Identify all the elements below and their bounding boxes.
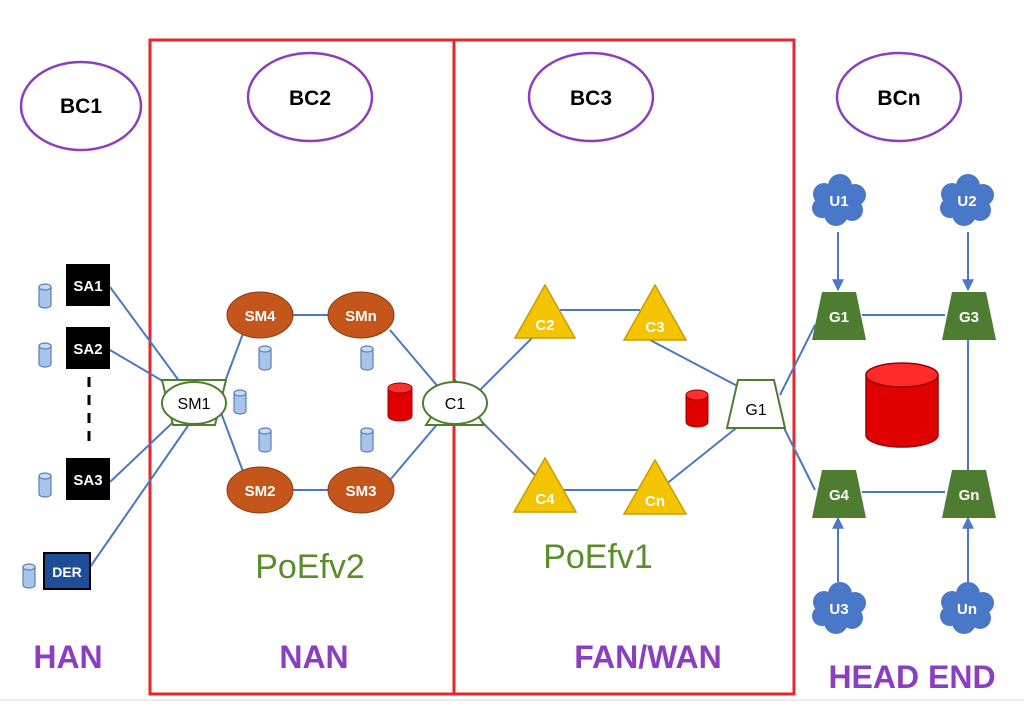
- gateway-g3[interactable]: G3: [942, 292, 996, 340]
- bc3-label: BC3: [570, 87, 612, 110]
- blockchain-bcn[interactable]: BCn: [835, 51, 963, 143]
- database-icon: [258, 345, 272, 371]
- sa2-label: SA2: [73, 341, 102, 358]
- han-zone-label: HAN: [33, 639, 102, 675]
- collector-c3[interactable]: C3: [622, 283, 688, 341]
- g4-label: G4: [829, 487, 850, 504]
- sa1-label: SA1: [73, 278, 102, 295]
- utility-un[interactable]: Un: [940, 582, 994, 634]
- database-icon: [38, 283, 52, 309]
- smart-meter-sm1[interactable]: SM1: [160, 379, 228, 426]
- database-icon: [360, 345, 374, 371]
- blockchain-bc1[interactable]: BC1: [19, 60, 143, 152]
- database-icon: [258, 427, 272, 453]
- appliance-sa2[interactable]: SA2: [38, 327, 110, 369]
- c4-label: C4: [535, 491, 555, 508]
- collector-c1[interactable]: C1: [422, 378, 488, 426]
- un-label: Un: [957, 601, 977, 618]
- appliance-der[interactable]: DER: [22, 552, 91, 590]
- g1-fan-label: G1: [745, 402, 766, 419]
- sm2-label: SM2: [245, 483, 276, 500]
- smart-meter-smn[interactable]: SMn: [327, 291, 395, 339]
- smart-meter-sm4[interactable]: SM4: [226, 291, 294, 339]
- gateway-g1-fan[interactable]: G1: [725, 379, 787, 429]
- gateway-g4[interactable]: G4: [812, 470, 866, 518]
- u2-label: U2: [957, 193, 976, 210]
- nan-consensus-label: PoEfv2: [255, 548, 365, 586]
- sm1-label: SM1: [178, 396, 211, 413]
- sm3-label: SM3: [346, 483, 377, 500]
- der-label: DER: [52, 564, 82, 580]
- fan-zone-label: FAN/WAN: [574, 639, 722, 675]
- c1-label: C1: [445, 396, 466, 413]
- c2-label: C2: [535, 317, 554, 334]
- sm4-label: SM4: [245, 308, 277, 325]
- bc2-label: BC2: [289, 87, 331, 110]
- nan-zone-label: NAN: [279, 639, 348, 675]
- database-icon: [38, 342, 52, 368]
- c3-label: C3: [645, 319, 664, 336]
- u1-label: U1: [829, 193, 848, 210]
- head-end-zone-label: HEAD END: [828, 659, 995, 695]
- appliance-sa1[interactable]: SA1: [38, 264, 110, 309]
- smart-meter-sm3[interactable]: SM3: [327, 466, 395, 514]
- cn-label: Cn: [645, 493, 665, 510]
- utility-u3[interactable]: U3: [812, 582, 866, 634]
- gateway-g1[interactable]: G1: [812, 292, 866, 340]
- database-icon: [233, 389, 247, 415]
- fan-consensus-label: PoEfv1: [543, 538, 653, 576]
- g1-label: G1: [829, 309, 849, 326]
- blockchain-bc3[interactable]: BC3: [527, 51, 655, 143]
- u3-label: U3: [829, 601, 848, 618]
- bcn-label: BCn: [877, 87, 920, 110]
- utility-u1[interactable]: U1: [812, 174, 866, 226]
- gateway-gn[interactable]: Gn: [942, 470, 996, 518]
- database-icon: [22, 563, 36, 589]
- red-database-icon: [685, 389, 709, 428]
- head-end-database-icon: [865, 362, 939, 448]
- sa3-label: SA3: [73, 472, 102, 489]
- collector-c2[interactable]: C2: [513, 283, 577, 339]
- database-icon: [38, 472, 52, 498]
- fan-zone-border: [452, 38, 796, 696]
- collector-cn[interactable]: Cn: [622, 458, 688, 515]
- smn-label: SMn: [345, 308, 377, 325]
- blockchain-bc2[interactable]: BC2: [246, 51, 374, 143]
- utility-u2[interactable]: U2: [940, 174, 994, 226]
- red-database-icon: [387, 382, 413, 422]
- collector-c4[interactable]: C4: [512, 456, 578, 513]
- appliance-sa3[interactable]: SA3: [38, 458, 110, 500]
- g3-label: G3: [959, 309, 979, 326]
- database-icon: [360, 427, 374, 453]
- bc1-label: BC1: [60, 95, 102, 118]
- gn-label: Gn: [959, 487, 980, 504]
- smart-meter-sm2[interactable]: SM2: [226, 466, 294, 514]
